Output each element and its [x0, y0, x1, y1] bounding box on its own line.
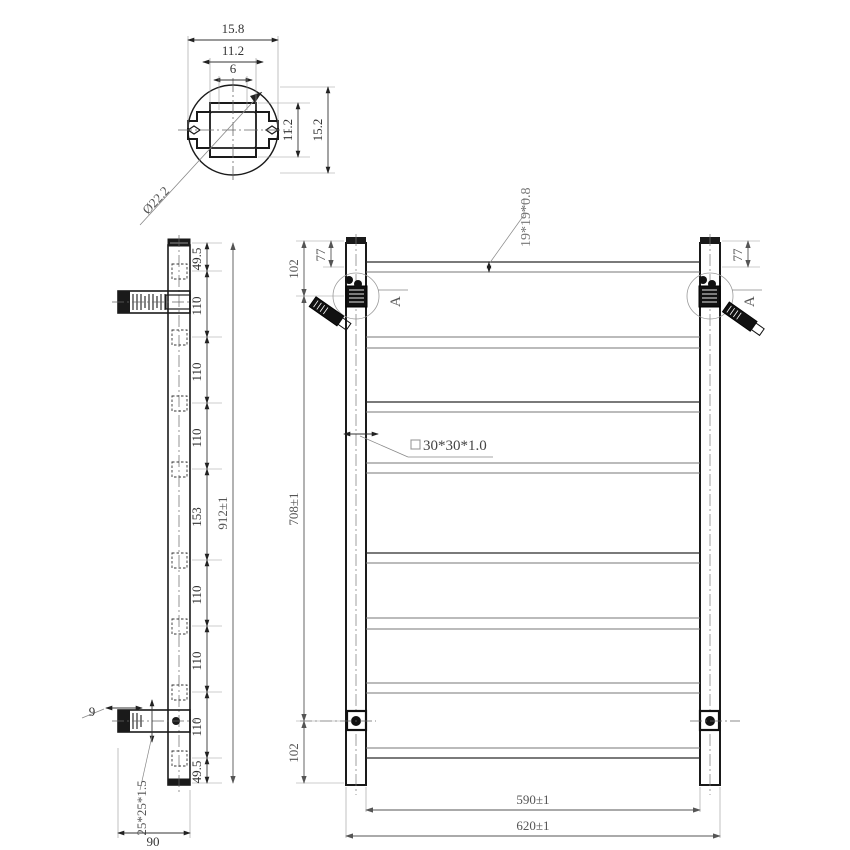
side-socket-8: [171, 750, 188, 767]
detail-dim-152: 15.2: [310, 119, 325, 142]
front-dim-590: 590±1: [516, 792, 549, 807]
side-socket-6: [171, 618, 188, 635]
detail-dim-6: 6: [230, 61, 237, 76]
front-rail-8: [366, 747, 700, 759]
side-socket-4: [171, 461, 188, 478]
side-socket-3: [171, 395, 188, 412]
side-dim-90: 90: [147, 834, 160, 849]
side-dim-c6: 110: [189, 651, 204, 670]
bracket-right-block: [698, 285, 721, 308]
bracket-top-collar: [165, 294, 191, 310]
side-dim-c4: 153: [189, 507, 204, 527]
side-dim-c2: 110: [189, 362, 204, 381]
side-socket-7: [171, 684, 188, 701]
front-rail-3: [366, 401, 700, 413]
front-dim-77-left: 77: [313, 248, 328, 262]
bracket-right-screw: [721, 301, 765, 337]
side-dim-c5: 110: [189, 585, 204, 604]
bracket-left-screw: [308, 296, 352, 331]
square-symbol-icon: [410, 439, 421, 450]
front-rail-2: [366, 336, 700, 349]
side-bracket-spec: 25*25*1.5: [134, 780, 149, 835]
post-spec-callout: 30*30*1.0: [343, 431, 493, 458]
detail-circle-right: [686, 272, 734, 320]
leader-bracket-spec: [139, 735, 153, 791]
bracket-left-dot-2: [354, 280, 362, 288]
front-rail-7: [366, 682, 700, 694]
detail-dim-158: 15.8: [222, 21, 245, 36]
bracket-left-dot-1: [345, 276, 353, 284]
front-right-dims: 77: [722, 240, 760, 268]
front-bracket-bottom-left: [300, 709, 376, 732]
front-post-spec: 30*30*1.0: [423, 438, 487, 454]
side-wall-bracket-top: [112, 290, 196, 314]
front-rail-spec: 19*19*0.8: [519, 188, 534, 248]
side-view: 9 25*25*1.5 90 49.5 110 110: [81, 235, 236, 849]
side-dim-c3: 110: [189, 428, 204, 447]
front-rail-1: [366, 261, 700, 273]
bracket-right-dot-1: [699, 276, 707, 284]
side-dim-top: 49.5: [189, 248, 204, 271]
diameter-leader-line: [139, 91, 263, 226]
bracket-left-block: [345, 285, 368, 308]
bracket-right-dot-2: [708, 280, 716, 288]
front-bottom-dims: 590±1 620±1: [345, 787, 721, 839]
side-dim-9: 9: [89, 704, 96, 719]
front-rails: [366, 261, 700, 759]
front-view: 19*19*0.8 30*30*1.0: [286, 188, 765, 839]
detail-dim-112-height: 11.2: [280, 119, 295, 141]
side-socket-5: [171, 552, 188, 569]
side-socket-1: [171, 263, 188, 280]
post-spec-leader: [359, 435, 409, 458]
detail-dim-112-width: 11.2: [222, 43, 244, 58]
side-dim-overall: 912±1: [215, 496, 230, 529]
front-dim-77-right: 77: [730, 248, 745, 262]
callout-label-a-right: A: [742, 296, 758, 307]
side-socket-2: [171, 329, 188, 346]
front-rail-4: [366, 462, 700, 474]
front-rail-6: [366, 617, 700, 630]
rail-spec-callout: 19*19*0.8: [486, 188, 534, 273]
side-dim-chain: 49.5 110 110 110 153 110 110 110 49.5 91…: [189, 242, 236, 784]
front-left-dims: 102 77 708±1 102: [286, 240, 344, 784]
front-bracket-top-left: A: [308, 272, 408, 331]
front-rail-5: [366, 552, 700, 564]
front-bracket-top-right: A: [686, 272, 765, 337]
leader-9: [81, 708, 105, 719]
side-dim-c7: 110: [189, 717, 204, 736]
bracket-left-knurl: [349, 289, 364, 303]
front-bracket-bottom-right: [690, 709, 740, 732]
rail-spec-leader: [488, 214, 525, 265]
front-dim-620: 620±1: [516, 818, 549, 833]
bracket-right-knurl: [702, 289, 717, 303]
callout-label-a-left: A: [388, 296, 404, 307]
side-dim-bottom: 49.5: [189, 761, 204, 784]
side-rail-sockets: [171, 263, 188, 767]
front-dim-102-bottom: 102: [286, 743, 301, 763]
front-dim-708: 708±1: [286, 492, 301, 525]
side-dim-c1: 110: [189, 296, 204, 315]
front-dim-102-top: 102: [286, 259, 301, 279]
